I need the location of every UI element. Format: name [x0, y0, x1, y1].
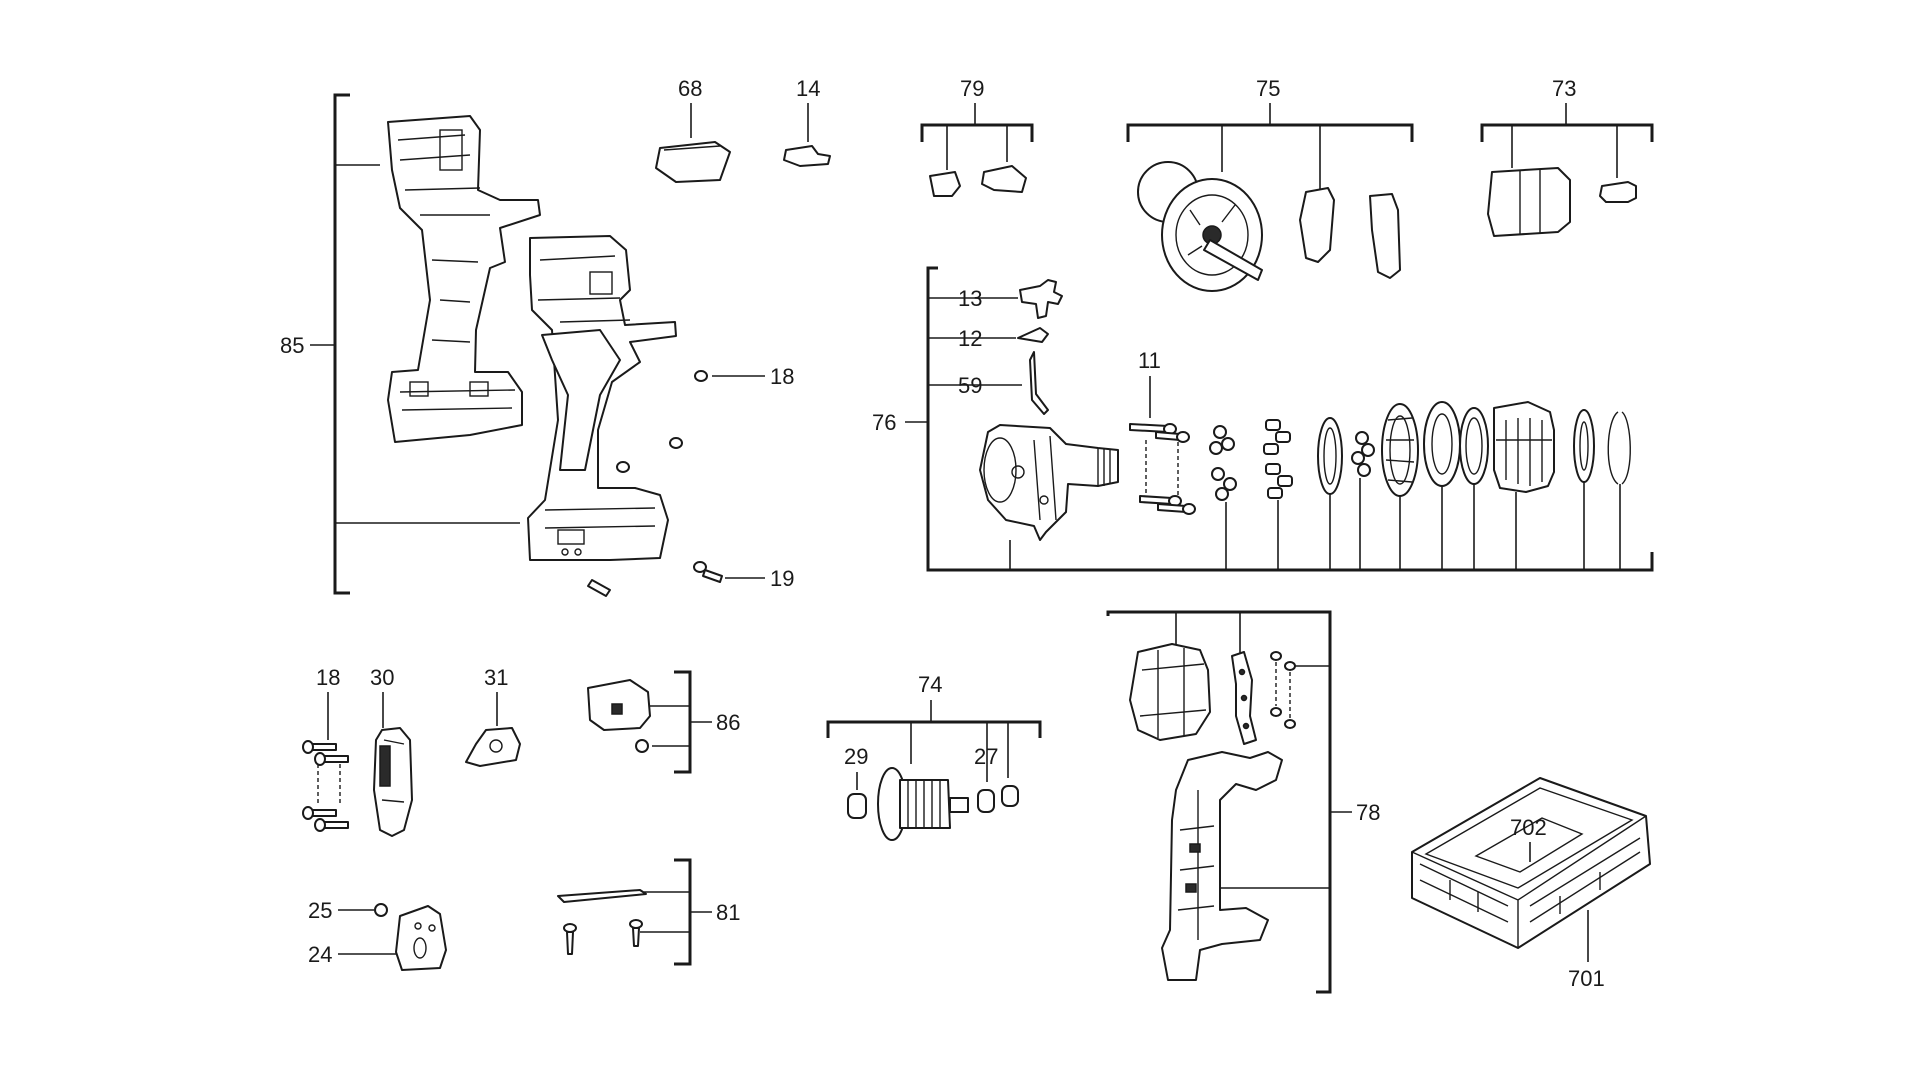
stator [1129, 643, 1211, 741]
group-74: 74 29 27 [826, 672, 1042, 841]
chuck-screw [1599, 181, 1637, 203]
callout-30: 30 [370, 665, 394, 690]
callout-14: 14 [796, 76, 820, 101]
group-76: 76 13 12 59 11 [872, 266, 1654, 572]
group-73: 73 [1480, 76, 1654, 237]
callout-79: 79 [960, 76, 984, 101]
clutch-sleeve [1493, 401, 1555, 570]
group-24-25: 25 24 [308, 898, 447, 971]
pins-11 [1129, 423, 1196, 515]
group-30: 18 30 [302, 665, 413, 837]
callout-18-bottom: 18 [316, 665, 340, 690]
group-81: 81 [557, 858, 740, 966]
part-14: 14 [783, 76, 831, 167]
group-79: 79 [920, 76, 1034, 197]
fan-ring [1001, 785, 1019, 807]
callout-78: 78 [1356, 800, 1380, 825]
screws-81 [563, 919, 643, 955]
part-31 [465, 727, 521, 767]
carry-case-701 [1411, 777, 1651, 949]
ring-b [1423, 401, 1461, 570]
washer-a [1317, 417, 1343, 570]
strip-81 [557, 889, 647, 903]
part-68: 68 [655, 76, 731, 183]
planet-shoe-b [1369, 193, 1401, 279]
group-78: 78 [1106, 610, 1380, 994]
spring-ring [1573, 409, 1595, 570]
switch-pcb [1161, 751, 1283, 981]
ring-gear-a [1381, 403, 1419, 570]
housing-half-left [387, 115, 541, 443]
callout-73: 73 [1552, 76, 1576, 101]
group-75: 75 [1126, 76, 1414, 292]
callout-59: 59 [958, 373, 982, 398]
callout-81: 81 [716, 900, 740, 925]
callout-13: 13 [958, 286, 982, 311]
callout-86: 86 [716, 710, 740, 735]
group-case: 702 701 [1411, 777, 1651, 991]
part-13 [1019, 279, 1063, 319]
housing-half-right [527, 235, 677, 561]
small-balls-b [1351, 431, 1375, 570]
part-59 [1029, 351, 1049, 415]
gear-carrier-75 [1137, 161, 1263, 292]
callout-27: 27 [974, 744, 998, 769]
small-screws-78 [1270, 651, 1296, 729]
group-86: 86 [587, 670, 740, 774]
rotor-74 [877, 767, 969, 841]
screws-30 [302, 740, 349, 832]
callout-18-top: 18 [770, 364, 794, 389]
callout-74: 74 [918, 672, 942, 697]
part-12 [1017, 327, 1049, 343]
rollers [1263, 419, 1293, 570]
callout-12: 12 [958, 326, 982, 351]
group-31: 31 [465, 665, 521, 767]
bracket-76 [926, 266, 1654, 572]
snap-ring [1607, 411, 1631, 570]
callout-68: 68 [678, 76, 702, 101]
callout-19: 19 [770, 566, 794, 591]
part-25 [374, 903, 388, 917]
callout-31: 31 [484, 665, 508, 690]
callout-29: 29 [844, 744, 868, 769]
chuck [1487, 167, 1571, 237]
bracket-78 [1106, 610, 1332, 994]
callout-702: 702 [1510, 815, 1547, 840]
callout-25: 25 [308, 898, 332, 923]
ring-c [1459, 407, 1489, 570]
group-85-housing: 85 18 19 [280, 93, 794, 597]
callout-24: 24 [308, 942, 332, 967]
bearing-29 [847, 793, 867, 819]
callout-11: 11 [1138, 348, 1161, 373]
bearing-27 [977, 789, 995, 813]
callout-76: 76 [872, 410, 896, 435]
callout-701: 701 [1568, 966, 1605, 991]
bracket-85 [333, 93, 350, 595]
callout-75: 75 [1256, 76, 1280, 101]
planet-shoe-a [1299, 187, 1335, 263]
gearbox-housing [979, 424, 1119, 541]
callout-85: 85 [280, 333, 304, 358]
screws-housing [587, 370, 723, 597]
hall-board [1231, 651, 1257, 745]
small-balls-a [1209, 425, 1237, 570]
